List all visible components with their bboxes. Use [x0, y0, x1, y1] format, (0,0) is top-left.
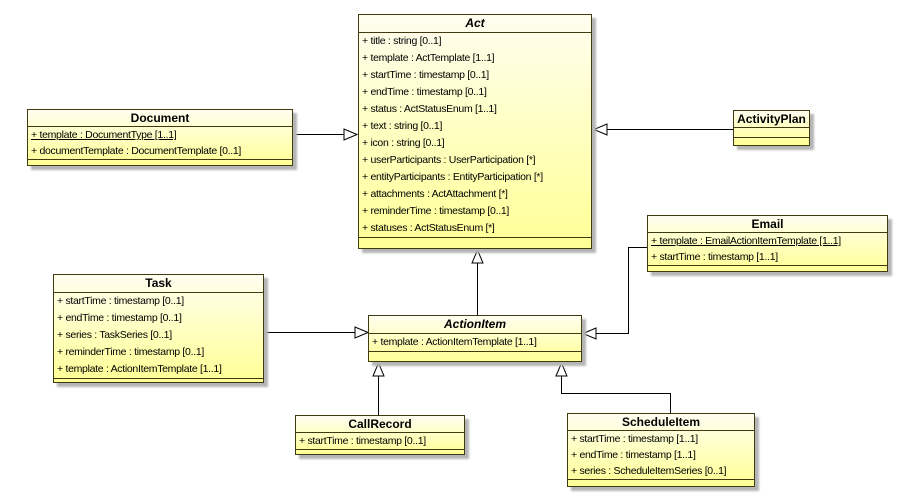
generalization-arrowhead-icon [592, 123, 608, 136]
class-actionitem-title: ActionItem [369, 316, 581, 334]
attribute-row: + startTime : timestamp [1..1] [571, 433, 698, 445]
class-document-operations [28, 160, 292, 165]
generalization-arrowhead-icon [555, 361, 568, 377]
generalization-task-to-actionitem[interactable] [264, 326, 370, 339]
class-act-attributes: + title : string [0..1] + template : Act… [359, 33, 591, 238]
class-act[interactable]: Act + title : string [0..1] + template :… [358, 14, 592, 249]
attribute-row: + endTime : timestamp [0..1] [57, 312, 182, 324]
class-email-title: Email [648, 216, 887, 233]
generalization-callrecord-to-actionitem[interactable] [372, 361, 385, 415]
class-act-operations [359, 238, 591, 248]
class-document-title: Document [28, 110, 292, 127]
generalization-activityplan-to-act[interactable] [592, 123, 733, 136]
class-task-title: Task [54, 275, 263, 293]
attribute-row: + startTime : timestamp [0..1] [362, 69, 489, 81]
generalization-email-to-actionitem[interactable] [581, 247, 647, 340]
generalization-arrowhead-icon [372, 361, 385, 377]
class-document[interactable]: Document + template : DocumentType [1..1… [27, 109, 293, 166]
class-callrecord-title: CallRecord [296, 416, 464, 433]
attribute-row: + template : ActionItemTemplate [1..1] [57, 363, 222, 375]
attribute-row: + template : EmailActionItemTemplate [1.… [651, 235, 841, 247]
class-actionitem[interactable]: ActionItem + template : ActionItemTempla… [368, 315, 582, 362]
class-task-attributes: + startTime : timestamp [0..1] + endTime… [54, 293, 263, 379]
class-activityplan-attributes [734, 128, 809, 138]
class-scheduleitem-operations [568, 480, 754, 486]
attribute-row: + startTime : timestamp [0..1] [57, 295, 184, 307]
attribute-row: + attachments : ActAttachment [*] [362, 188, 508, 200]
attribute-row: + series : TaskSeries [0..1] [57, 329, 172, 341]
attribute-row: + userParticipants : UserParticipation [… [362, 154, 536, 166]
class-actionitem-operations [369, 352, 581, 361]
attribute-row: + startTime : timestamp [1..1] [651, 251, 778, 263]
attribute-row: + template : ActionItemTemplate [1..1] [372, 336, 537, 348]
class-callrecord-operations [296, 450, 464, 454]
class-activityplan[interactable]: ActivityPlan [733, 110, 810, 146]
attribute-row: + template : DocumentType [1..1] [31, 129, 177, 141]
class-callrecord[interactable]: CallRecord + startTime : timestamp [0..1… [295, 415, 465, 455]
attribute-row: + reminderTime : timestamp [0..1] [362, 205, 509, 217]
class-email-attributes: + template : EmailActionItemTemplate [1.… [648, 233, 887, 266]
generalization-actionitem-to-act[interactable] [471, 248, 484, 315]
class-activityplan-operations [734, 138, 809, 145]
attribute-row: + template : ActTemplate [1..1] [362, 52, 495, 64]
attribute-row: + documentTemplate : DocumentTemplate [0… [31, 145, 242, 157]
class-scheduleitem[interactable]: ScheduleItem + startTime : timestamp [1.… [567, 413, 755, 487]
generalization-document-to-act[interactable] [293, 128, 359, 141]
class-act-title: Act [359, 15, 591, 33]
attribute-row: + text : string [0..1] [362, 120, 443, 132]
generalization-arrowhead-icon [581, 327, 597, 340]
attribute-row: + statuses : ActStatusEnum [*] [362, 222, 495, 234]
attribute-row: + startTime : timestamp [0..1] [299, 435, 426, 447]
attribute-row: + status : ActStatusEnum [1..1] [362, 103, 497, 115]
attribute-row: + entityParticipants : EntityParticipati… [362, 171, 543, 183]
class-email-operations [648, 266, 887, 271]
attribute-row: + icon : string [0..1] [362, 137, 445, 149]
generalization-arrowhead-icon [471, 248, 484, 264]
class-callrecord-attributes: + startTime : timestamp [0..1] [296, 433, 464, 450]
class-activityplan-title: ActivityPlan [734, 111, 809, 128]
connector-line [596, 247, 647, 334]
class-scheduleitem-title: ScheduleItem [568, 414, 754, 431]
class-document-attributes: + template : DocumentType [1..1] + docum… [28, 127, 292, 160]
attribute-row: + title : string [0..1] [362, 35, 442, 47]
class-scheduleitem-attributes: + startTime : timestamp [1..1] + endTime… [568, 431, 754, 480]
generalization-arrowhead-icon [354, 326, 370, 339]
class-email[interactable]: Email + template : EmailActionItemTempla… [647, 215, 888, 272]
class-task-operations [54, 379, 263, 382]
connector-line [561, 376, 671, 413]
generalization-scheduleitem-to-actionitem[interactable] [555, 361, 671, 413]
class-actionitem-attributes: + template : ActionItemTemplate [1..1] [369, 334, 581, 352]
attribute-row: + reminderTime : timestamp [0..1] [57, 346, 204, 358]
generalization-arrowhead-icon [343, 128, 359, 141]
attribute-row: + series : ScheduleItemSeries [0..1] [571, 465, 727, 477]
class-task[interactable]: Task + startTime : timestamp [0..1] + en… [53, 274, 264, 383]
attribute-row: + endTime : timestamp [0..1] [362, 86, 487, 98]
attribute-row: + endTime : timestamp [1..1] [571, 449, 696, 461]
